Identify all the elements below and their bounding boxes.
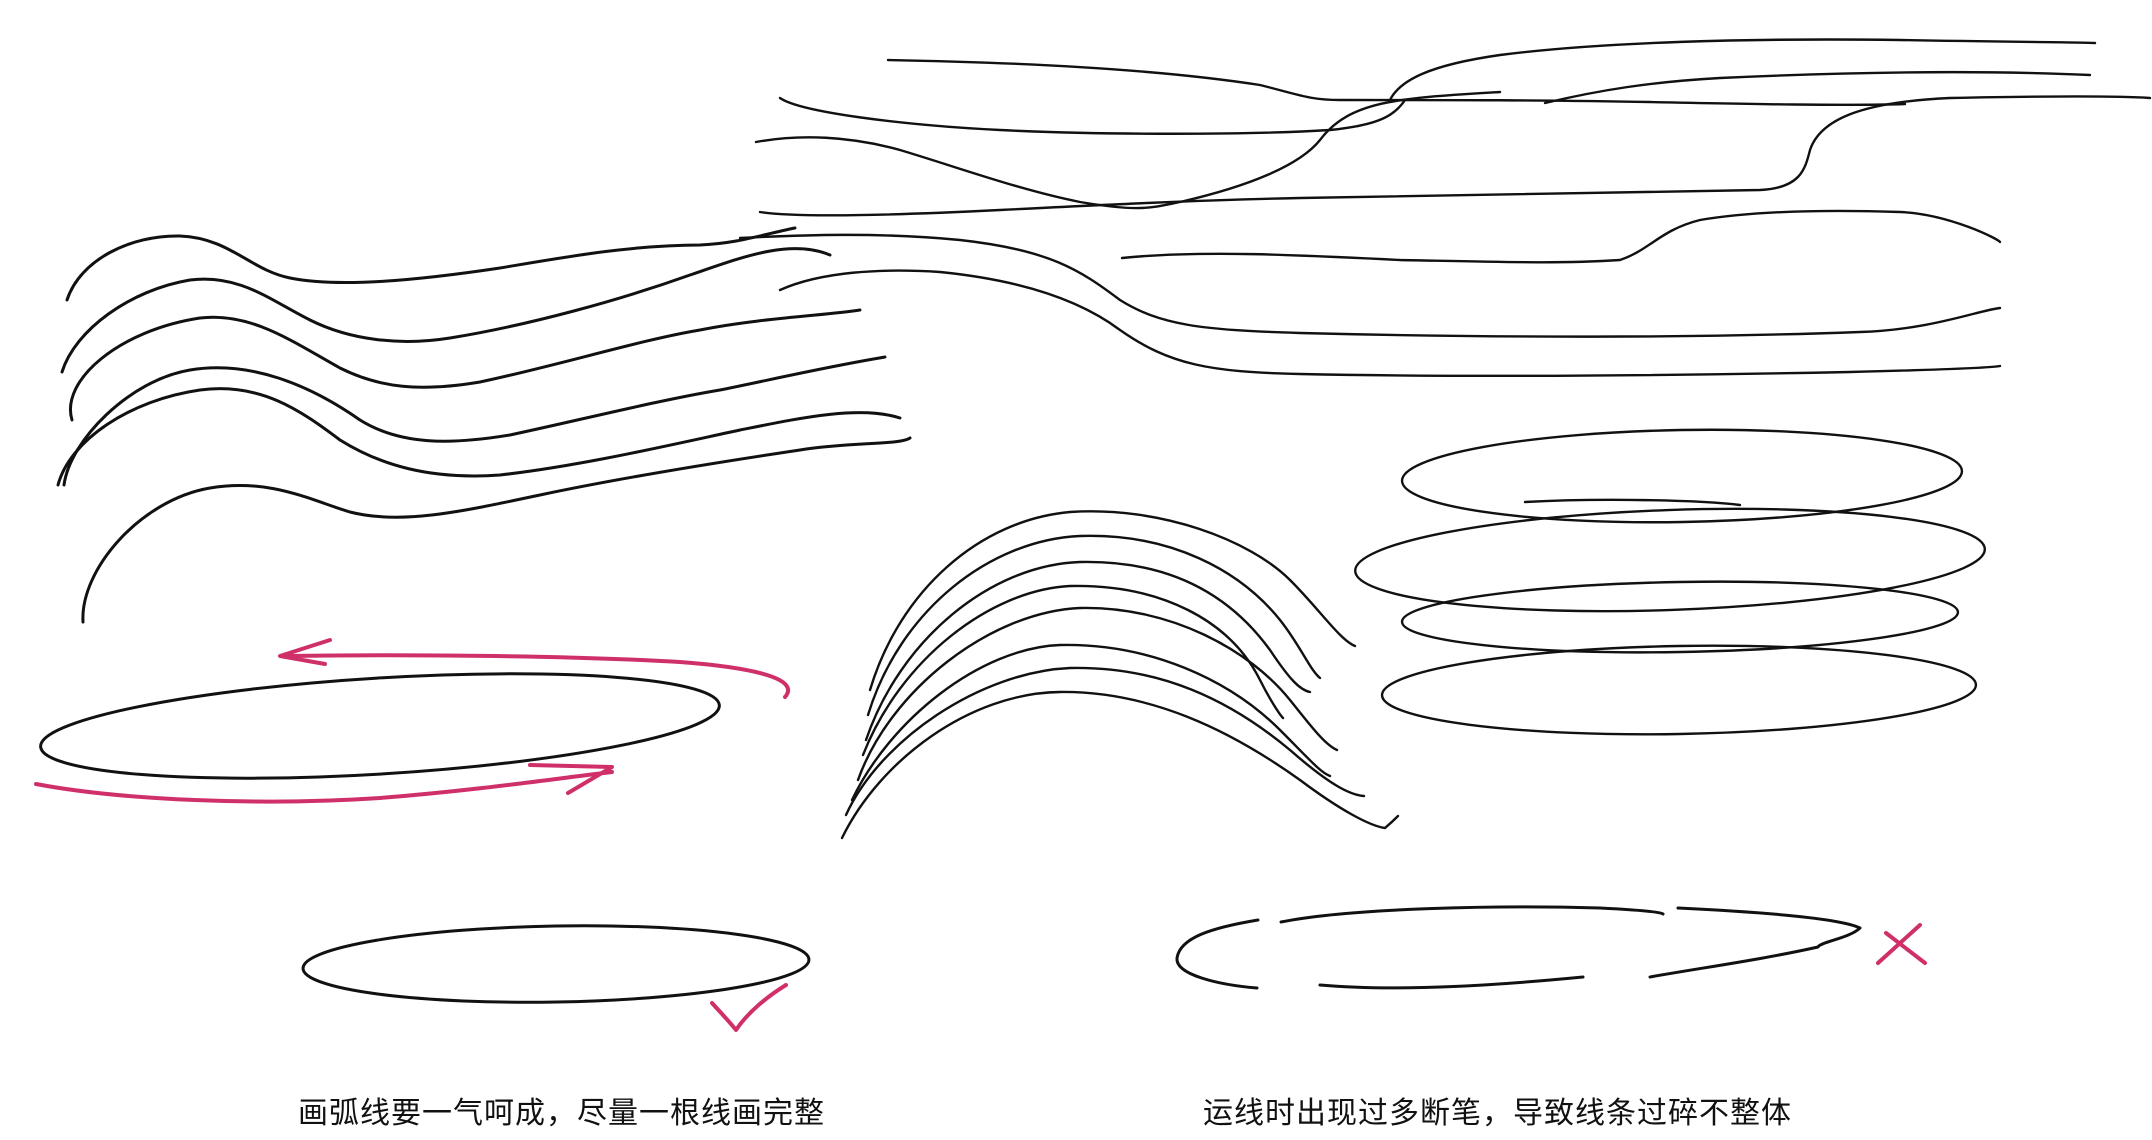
arc-strokes-group — [840, 510, 1400, 840]
good-ellipse — [301, 924, 811, 1004]
long-stroke-5 — [754, 90, 1502, 210]
stacked-ellipse-3 — [1400, 580, 1960, 654]
arc-stroke-5 — [856, 606, 1339, 782]
long-stroke-8 — [738, 233, 2002, 338]
long-stroke-9 — [778, 269, 2002, 378]
broken-segment-1 — [1175, 918, 1260, 990]
long-stroke-3 — [778, 96, 1407, 135]
arc-stroke-7 — [844, 666, 1366, 817]
direction-ellipse — [39, 672, 721, 780]
long-stroke-7 — [1120, 209, 2002, 264]
check-mark-icon — [710, 983, 788, 1032]
long-stroke-2 — [1388, 38, 2097, 102]
long-strokes-group — [738, 38, 2152, 378]
arc-stroke-1 — [868, 510, 1357, 692]
wave-strokes-group — [56, 226, 912, 624]
wave-stroke-2 — [60, 247, 832, 374]
arc-stroke-2 — [866, 534, 1322, 717]
long-stroke-4 — [1543, 70, 2092, 105]
wave-stroke-1 — [65, 226, 797, 302]
broken-segment-4 — [1318, 975, 1585, 990]
arc-stroke-8 — [840, 690, 1400, 840]
long-stroke-1 — [886, 58, 1907, 107]
good-ellipse-group — [301, 924, 811, 1032]
arc-stroke-3 — [864, 560, 1312, 742]
cross-mark-icon — [1876, 923, 1927, 965]
stacked-ellipse-overlap-stroke — [1523, 498, 1742, 507]
wave-stroke-6 — [81, 436, 912, 624]
wave-stroke-4 — [62, 355, 887, 487]
stacked-ellipse-2 — [1353, 507, 1987, 613]
top-arrow-icon — [278, 638, 791, 699]
broken-segment-2 — [1279, 905, 1665, 924]
direction-ellipse-group — [34, 638, 791, 804]
long-stroke-6 — [758, 95, 2152, 217]
stacked-ellipse-4 — [1380, 644, 1978, 736]
arc-stroke-6 — [850, 643, 1332, 802]
stacked-ellipses-group — [1353, 428, 1987, 736]
broken-ellipse-group — [1175, 905, 1927, 990]
bottom-arrow-icon — [34, 763, 614, 804]
wave-stroke-3 — [69, 308, 862, 422]
caption-good-practice: 画弧线要一气呵成，尽量一根线画完整 — [298, 1096, 825, 1131]
broken-segment-3 — [1648, 906, 1862, 979]
arc-stroke-4 — [861, 584, 1285, 757]
caption-bad-practice: 运线时出现过多断笔，导致线条过碎不整体 — [1203, 1096, 1792, 1131]
wave-stroke-5 — [56, 387, 902, 487]
stacked-ellipse-1 — [1400, 428, 1964, 524]
